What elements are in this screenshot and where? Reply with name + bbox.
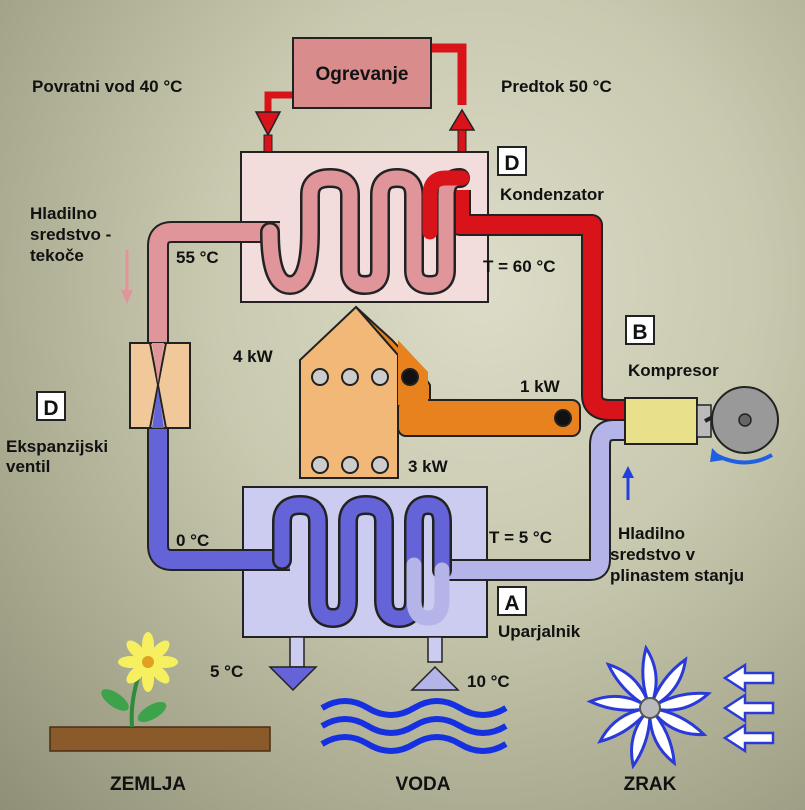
return-label: Povratni vod 40 °C	[32, 77, 182, 96]
compressor-label: Kompresor	[628, 361, 719, 380]
hot-gas-pipe	[451, 190, 632, 419]
letter-box-d1	[497, 146, 527, 176]
outflow-arrow-icon	[268, 666, 318, 692]
refrigerant-loop	[147, 190, 635, 581]
heating-box	[292, 37, 432, 109]
svg-text:tekoče: tekoče	[30, 246, 84, 265]
condenser-coil	[260, 167, 470, 296]
svg-text:D: D	[43, 397, 58, 420]
flower-icon	[118, 632, 178, 692]
evaporator-coil	[272, 494, 452, 629]
gas-pipe	[440, 421, 635, 579]
evaporator-label: Uparjalnik	[498, 622, 581, 641]
temp-60: T = 60 °C	[483, 257, 555, 276]
energy-flow-arrow	[299, 305, 581, 479]
temp-5: T = 5 °C	[489, 528, 552, 547]
power-3kw: 3 kW	[408, 457, 449, 476]
cold-pipe	[149, 420, 290, 569]
svg-text:Hladilno: Hladilno	[30, 204, 97, 223]
supply-pipe	[430, 43, 467, 105]
svg-text:D: D	[504, 152, 519, 175]
power-4kw: 4 kW	[233, 347, 274, 366]
svg-text:Hladilno: Hladilno	[618, 524, 685, 543]
svg-text:B: B	[632, 321, 647, 344]
letter-box-a	[497, 586, 527, 616]
up-arrow-icon	[448, 108, 476, 131]
heating-circuit: Ogrevanje	[254, 37, 476, 154]
source-ground-label: ZEMLJA	[110, 774, 186, 795]
letter-box-d2	[36, 391, 66, 421]
source-air-label: ZRAK	[624, 774, 677, 795]
temp-0: 0 °C	[176, 531, 209, 550]
water-waves-icon	[320, 698, 508, 754]
svg-text:A: A	[504, 592, 519, 615]
condenser-label: Kondenzator	[500, 185, 604, 204]
temp-5-outflow: 5 °C	[210, 662, 243, 681]
temp-55: 55 °C	[176, 248, 219, 267]
svg-text:sredstvo v: sredstvo v	[610, 545, 696, 564]
svg-text:plinastem stanju: plinastem stanju	[610, 566, 744, 585]
temp-10: 10 °C	[467, 672, 510, 691]
svg-text:Ekspanzijski: Ekspanzijski	[6, 437, 108, 456]
supply-label: Predtok 50 °C	[501, 77, 612, 96]
source-water-label: VODA	[396, 774, 451, 795]
down-arrow-icon	[254, 111, 282, 137]
return-pipe	[264, 91, 293, 115]
ground-source	[49, 632, 271, 752]
expansion-valve	[129, 342, 191, 429]
svg-text:sredstvo -: sredstvo -	[30, 225, 111, 244]
liquid-pipe	[149, 223, 280, 375]
wind-arrow-icon	[722, 662, 775, 754]
power-1kw: 1 kW	[520, 377, 561, 396]
svg-text:ventil: ventil	[6, 457, 50, 476]
inflow-arrow-icon	[410, 665, 460, 691]
heating-label: Ogrevanje	[316, 64, 409, 85]
compressor	[622, 386, 779, 500]
fan-icon	[586, 644, 712, 770]
letter-box-b	[625, 315, 655, 345]
